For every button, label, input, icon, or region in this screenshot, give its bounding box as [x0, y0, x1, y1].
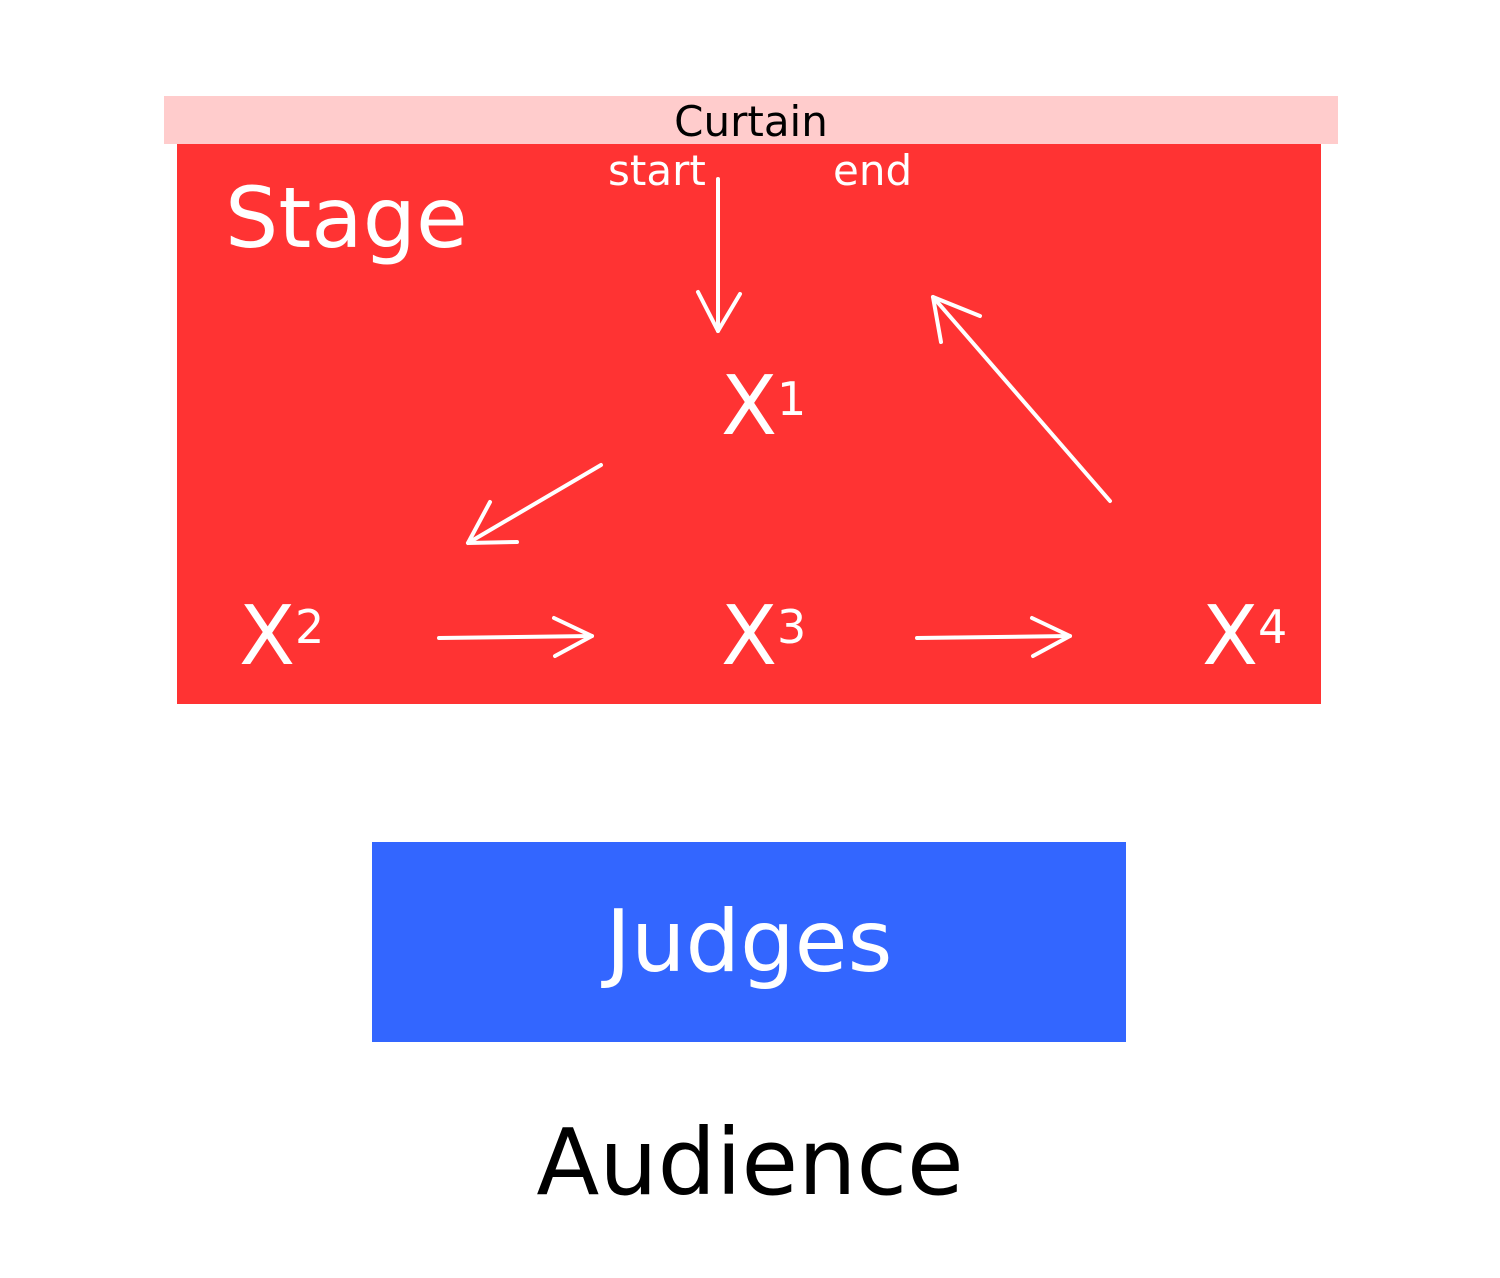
- arrow-x2-to-x3: [437, 616, 594, 658]
- position-x2: X 2: [239, 589, 324, 684]
- start-label: start: [608, 146, 706, 195]
- position-x3-sup: 3: [777, 600, 806, 654]
- position-x1-sup: 1: [777, 372, 806, 426]
- stage: Stage start end X 1 X 2 X 3 X 4: [177, 144, 1321, 704]
- position-x1: X 1: [721, 359, 806, 454]
- position-x3: X 3: [721, 589, 806, 684]
- position-x2-sup: 2: [295, 600, 324, 654]
- end-label: end: [833, 146, 912, 195]
- arrow-x3-to-x4: [915, 616, 1072, 658]
- position-x4-sup: 4: [1258, 600, 1287, 654]
- judges-label: Judges: [605, 892, 893, 992]
- arrow-x4-to-end: [931, 295, 1112, 503]
- curtain-label: Curtain: [674, 97, 828, 146]
- position-x4-base: X: [1202, 589, 1258, 684]
- stage-diagram: Stage start end X 1 X 2 X 3 X 4: [225, 146, 1287, 684]
- position-x4: X 4: [1202, 589, 1287, 684]
- curtain: Curtain: [164, 96, 1338, 146]
- position-x3-base: X: [721, 589, 777, 684]
- judges-area: Judges: [372, 842, 1126, 1042]
- position-x2-base: X: [239, 589, 295, 684]
- audience-label: Audience: [536, 1109, 964, 1216]
- stage-label: Stage: [225, 169, 468, 267]
- arrow-x1-to-x2: [466, 463, 603, 545]
- position-x1-base: X: [721, 359, 777, 454]
- arrow-start-to-x1: [696, 177, 742, 333]
